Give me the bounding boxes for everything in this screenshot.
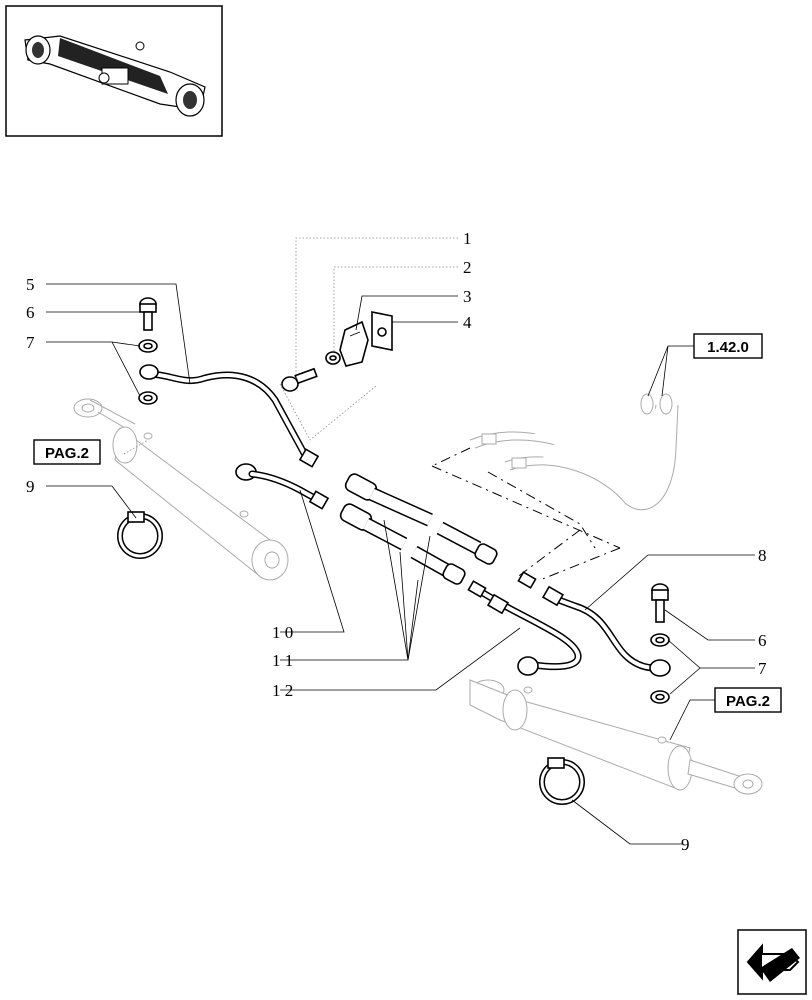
ref-box-1-42-0[interactable]: 1.42.0 bbox=[693, 333, 763, 359]
hoses-11[interactable] bbox=[339, 472, 499, 586]
pipe-8[interactable] bbox=[517, 571, 659, 672]
right-banjo-bolt[interactable] bbox=[649, 583, 671, 704]
left-cylinder-ghost bbox=[73, 398, 289, 581]
left-banjo-bolt[interactable] bbox=[138, 297, 159, 405]
callout-3: 3 bbox=[463, 287, 472, 306]
ghost-pipes-to-ref bbox=[469, 393, 679, 511]
callout-9-right: 9 bbox=[681, 835, 690, 854]
ref-pag2-right-label: PAG.2 bbox=[726, 693, 770, 710]
ref-box-pag2-left[interactable]: PAG.2 bbox=[33, 439, 101, 465]
hose-clamp-left[interactable] bbox=[117, 511, 163, 559]
callout-4: 4 bbox=[463, 313, 472, 332]
callout-labels: 1 2 3 4 5 6 7 9 1 0 1 1 1 2 8 6 7 9 bbox=[26, 229, 767, 854]
right-cylinder-ghost bbox=[469, 679, 763, 795]
next-page-arrow-icon[interactable] bbox=[737, 929, 807, 995]
hose-clamp-right[interactable] bbox=[539, 757, 585, 805]
callout-9-left: 9 bbox=[26, 477, 35, 496]
callout-10: 1 0 bbox=[272, 623, 293, 642]
callout-6-left: 6 bbox=[26, 303, 35, 322]
ref-pag2-left-label: PAG.2 bbox=[45, 445, 89, 462]
pipe-10[interactable] bbox=[235, 463, 330, 510]
callout-6-right: 6 bbox=[758, 631, 767, 650]
pipe-12[interactable] bbox=[467, 580, 582, 676]
pipe-5[interactable] bbox=[148, 370, 320, 468]
ref-1-42-0-label: 1.42.0 bbox=[707, 339, 749, 356]
callout-11: 1 1 bbox=[272, 651, 293, 670]
ref-box-pag2-right[interactable]: PAG.2 bbox=[714, 687, 782, 713]
callout-12: 1 2 bbox=[272, 681, 293, 700]
axle-thumbnail-icon[interactable] bbox=[5, 5, 223, 137]
callout-1: 1 bbox=[463, 229, 472, 248]
bracket-assembly[interactable] bbox=[281, 311, 393, 392]
callout-8: 8 bbox=[758, 546, 767, 565]
callout-7-left: 7 bbox=[26, 333, 35, 352]
dotted-assembly-lines bbox=[279, 383, 377, 441]
dashed-connection-lines bbox=[431, 447, 621, 581]
leader-lines bbox=[46, 237, 755, 845]
callout-5: 5 bbox=[26, 275, 35, 294]
callout-7-right: 7 bbox=[758, 659, 767, 678]
callout-2: 2 bbox=[463, 258, 472, 277]
